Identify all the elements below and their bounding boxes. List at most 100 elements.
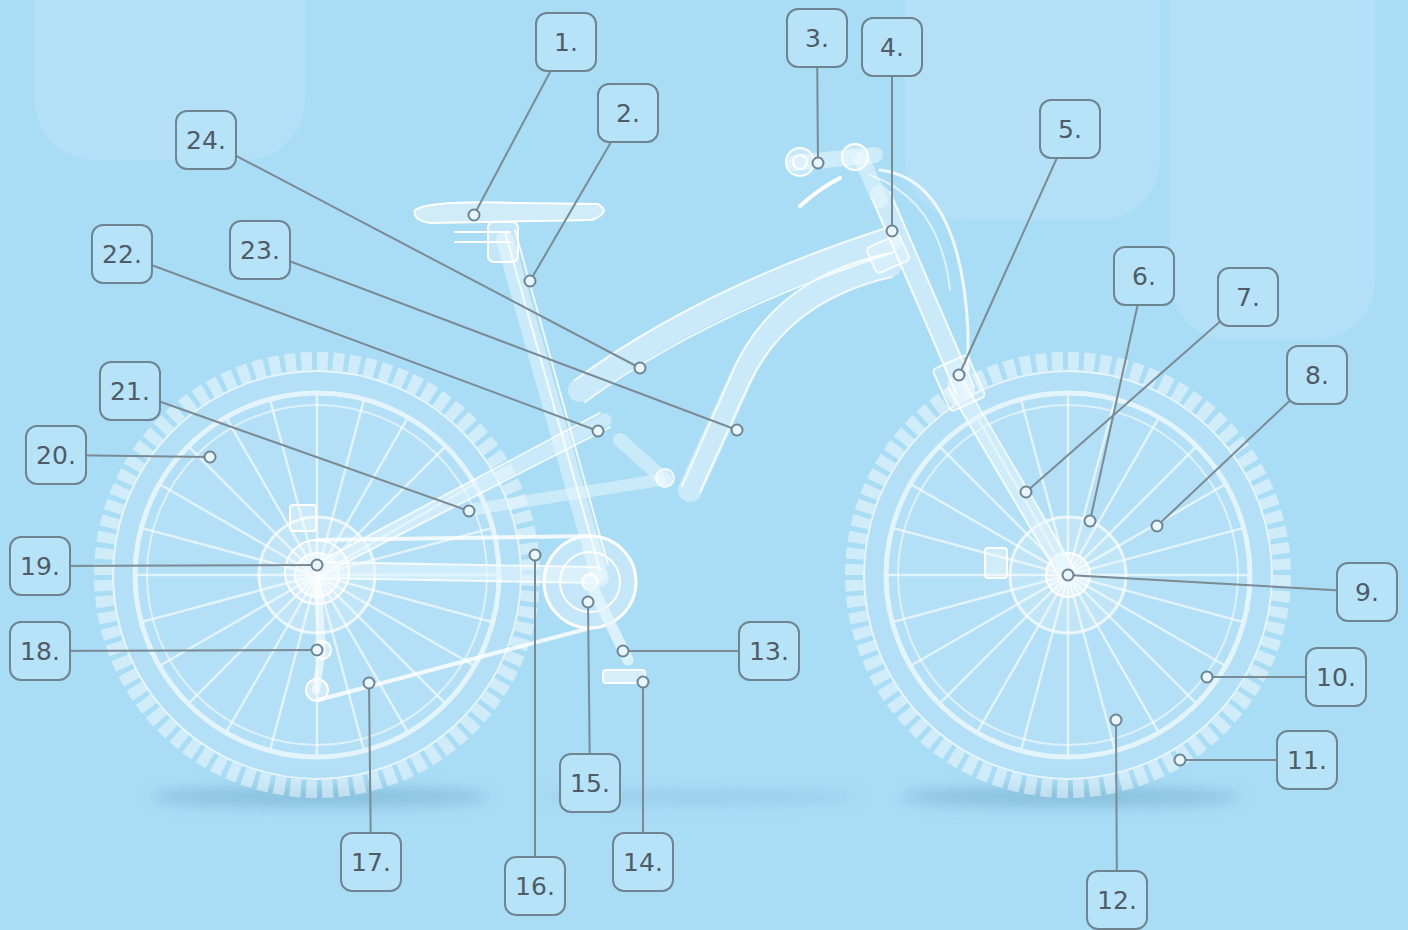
callout-box: 3. — [786, 8, 848, 68]
callout-number: 4. — [880, 33, 904, 62]
leader-dots-part — [525, 276, 536, 287]
callout-box: 2. — [597, 83, 659, 143]
callout-box: 5. — [1039, 99, 1101, 159]
leader-lines-part — [534, 555, 536, 886]
callout-number: 8. — [1305, 361, 1329, 390]
drivetrain-part — [317, 536, 590, 700]
leader-dots-part — [618, 646, 629, 657]
leader-lines-part — [959, 129, 1070, 375]
callout-number: 10. — [1316, 663, 1356, 692]
bike-frame-part-part — [656, 469, 674, 487]
bike-frame-part-part — [948, 382, 1076, 578]
callout-box: 24. — [175, 110, 237, 170]
background-panels-part — [905, 0, 1160, 220]
drivetrain-part — [985, 548, 1007, 578]
callout-number: 17. — [351, 848, 391, 877]
seat — [415, 202, 604, 262]
callout-box: 1. — [535, 12, 597, 72]
leader-dots-part — [312, 560, 323, 571]
wheels-part — [854, 361, 1282, 789]
leader-dots-part — [1021, 487, 1032, 498]
bike-frame-part-part — [682, 253, 892, 492]
callout-number: 9. — [1355, 578, 1379, 607]
leader-dots-part — [530, 550, 541, 561]
leader-dots-part — [732, 425, 743, 436]
bike-frame-part-part — [505, 230, 608, 570]
handlebar-part — [842, 144, 868, 170]
bike-frame-part-part — [575, 228, 894, 402]
leader-lines-part — [40, 650, 317, 651]
leader-lines-part — [206, 140, 640, 368]
callout-box: 19. — [9, 536, 71, 596]
callout-box: 9. — [1336, 562, 1398, 622]
callout-number: 11. — [1287, 746, 1327, 775]
leader-dots-part — [1085, 516, 1096, 527]
callout-number: 6. — [1132, 262, 1156, 291]
callout-box: 16. — [504, 856, 566, 916]
callout-box: 7. — [1217, 267, 1279, 327]
leader-dots-part — [1063, 570, 1074, 581]
handlebar — [786, 144, 968, 370]
leader-dots-part — [954, 370, 965, 381]
wheels — [103, 361, 1282, 789]
callout-box: 15. — [559, 753, 621, 813]
leader-dots-part — [1175, 755, 1186, 766]
leader-lines-part — [130, 391, 469, 511]
bike-frame — [285, 144, 1076, 701]
background-panels-part — [1170, 0, 1375, 340]
callout-box: 8. — [1286, 345, 1348, 405]
handlebar-part — [786, 148, 814, 176]
leader-dots-part — [635, 363, 646, 374]
leader-dots-part — [638, 677, 649, 688]
callout-box: 21. — [99, 361, 161, 421]
drivetrain — [285, 505, 1007, 701]
bike-frame-part-part — [505, 240, 600, 578]
callout-box: 14. — [612, 832, 674, 892]
callout-box: 12. — [1086, 870, 1148, 930]
leader-dots-part — [583, 597, 594, 608]
bike-frame-part — [317, 192, 1076, 583]
leader-dots-part — [1111, 715, 1122, 726]
callout-box: 20. — [25, 425, 87, 485]
callout-number: 5. — [1058, 115, 1082, 144]
leader-dots-part — [464, 506, 475, 517]
callout-box: 10. — [1305, 647, 1367, 707]
callout-box: 11. — [1276, 730, 1338, 790]
leader-lines-part — [260, 250, 737, 430]
ground-shadow-part — [900, 787, 1240, 807]
callout-number: 21. — [110, 377, 150, 406]
leader-lines — [40, 38, 1367, 900]
leader-dots-part — [469, 210, 480, 221]
callout-number: 19. — [20, 552, 60, 581]
handlebar-part — [793, 155, 807, 169]
callout-number: 2. — [616, 99, 640, 128]
background-panels — [35, 0, 1375, 340]
callout-number: 16. — [515, 872, 555, 901]
leader-dots-part — [813, 158, 824, 169]
callout-number: 22. — [102, 240, 142, 269]
callout-number: 7. — [1236, 283, 1260, 312]
seat-part — [455, 232, 510, 242]
callout-number: 12. — [1097, 886, 1137, 915]
callout-number: 15. — [570, 769, 610, 798]
leader-dots — [205, 158, 1213, 766]
handlebar-part — [800, 178, 840, 206]
drivetrain-part — [316, 575, 322, 690]
bike-frame-part-part — [932, 354, 985, 411]
callout-box: 23. — [229, 220, 291, 280]
drivetrain-part — [290, 505, 316, 531]
leader-dots-part — [887, 226, 898, 237]
callout-number: 14. — [623, 848, 663, 877]
callout-box: 22. — [91, 224, 153, 284]
leader-lines-part — [1068, 575, 1367, 592]
leader-dots-part — [312, 645, 323, 656]
callout-number: 23. — [240, 236, 280, 265]
callout-number: 18. — [20, 637, 60, 666]
callout-number: 13. — [749, 637, 789, 666]
background-panels-part — [35, 0, 305, 160]
callout-number: 1. — [554, 28, 578, 57]
callout-box: 18. — [9, 621, 71, 681]
leader-lines-part — [122, 254, 598, 431]
leader-dots-part — [1202, 672, 1213, 683]
